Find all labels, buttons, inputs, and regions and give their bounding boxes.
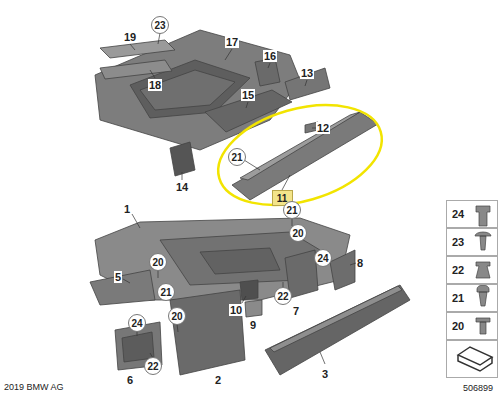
- part-number: 15: [241, 89, 255, 101]
- part-number: 9: [249, 319, 257, 331]
- callout-number: 22: [147, 361, 158, 372]
- legend-cell: 23: [446, 228, 498, 256]
- part-number: 3: [321, 368, 329, 380]
- part-number: 12: [316, 122, 330, 134]
- callout-number: 24: [452, 209, 464, 220]
- callout-number: 20: [171, 311, 182, 322]
- part-number: 1: [123, 203, 131, 215]
- callout-number: 24: [317, 253, 328, 264]
- part-number: 18: [148, 79, 162, 91]
- part-number: 7: [292, 305, 300, 317]
- callout-number: 21: [286, 205, 297, 216]
- callout-circle: 21: [157, 283, 175, 301]
- legend-cell: 20: [446, 312, 498, 340]
- part-number: 5: [114, 271, 122, 283]
- part-number: 8: [356, 257, 364, 269]
- legend-cell: 24: [446, 200, 498, 228]
- callout-number: 23: [452, 237, 464, 248]
- callout-circle: 24: [128, 314, 146, 332]
- part-number: 10: [229, 304, 243, 316]
- callout-circle: 20: [149, 253, 167, 271]
- callout-number: 22: [452, 265, 464, 276]
- callout-circle: 21: [283, 201, 301, 219]
- callout-number: 21: [452, 293, 464, 304]
- part-number: 17: [225, 36, 239, 48]
- callout-number: 20: [292, 228, 303, 239]
- part-number: 16: [263, 50, 277, 62]
- legend-cell: 22: [446, 256, 498, 284]
- copyright-note: 506899: [462, 382, 494, 394]
- part-number: 6: [126, 374, 134, 386]
- callout-number: 21: [160, 287, 171, 298]
- callout-number: 21: [231, 152, 242, 163]
- part-number: 13: [300, 67, 314, 79]
- symbol-cell: [446, 340, 498, 378]
- part-number: 14: [175, 181, 189, 193]
- part-number: 2: [214, 374, 222, 386]
- callout-circle: 22: [144, 357, 162, 375]
- legend-cell: 21: [446, 284, 498, 312]
- callout-circle: 24: [314, 249, 332, 267]
- copyright-note: 2019 BMW AG: [3, 381, 65, 393]
- callout-number: 20: [152, 257, 163, 268]
- callout-number: 23: [154, 20, 165, 31]
- callout-circle: 20: [289, 224, 307, 242]
- callout-circle: 23: [151, 16, 169, 34]
- callout-number: 22: [277, 291, 288, 302]
- part-number: 19: [123, 31, 137, 43]
- callout-number: 24: [131, 318, 142, 329]
- callout-circle: 21: [228, 148, 246, 166]
- callout-number: 20: [452, 321, 464, 332]
- callout-circle: 22: [274, 287, 292, 305]
- callout-circle: 20: [168, 307, 186, 325]
